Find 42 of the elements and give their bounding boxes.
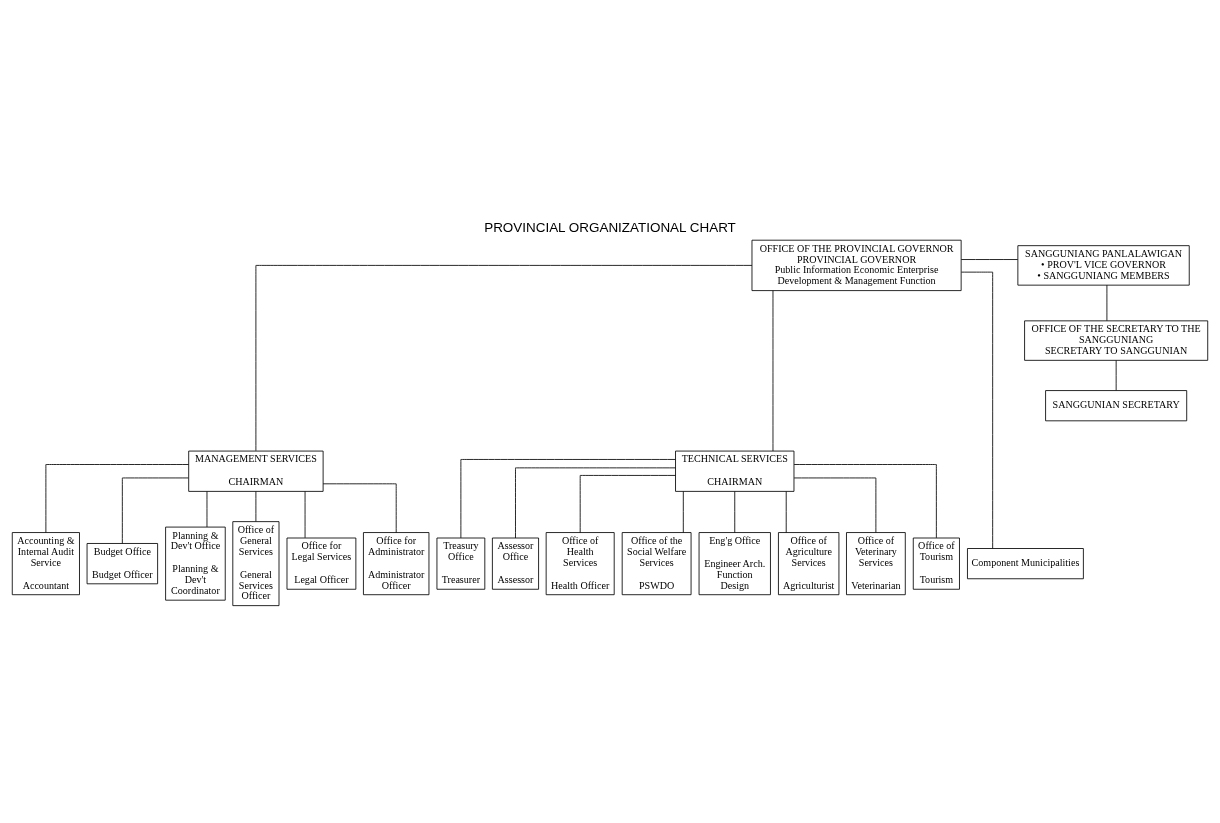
- connector: [304, 490, 306, 538]
- node-box: Office for Legal Services Legal Officer: [286, 537, 357, 590]
- connector: [579, 474, 676, 533]
- node-box: Office of the Social Welfare Services PSWDO: [621, 531, 692, 595]
- node-box: OFFICE OF THE PROVINCIAL GOVERNOR PROVINCIAL GOVERNOR Public Information Economic Enterprise Development & Management Function: [751, 239, 962, 291]
- connector: [255, 264, 753, 451]
- connector: [45, 463, 189, 533]
- node-box: Office of General Services General Services Officer: [232, 520, 280, 606]
- connector: [460, 458, 676, 538]
- connector: [793, 463, 937, 538]
- node-box: MANAGEMENT SERVICES CHAIRMAN: [188, 450, 324, 492]
- connector: [515, 466, 676, 538]
- node-box: Treasury Office Treasurer: [436, 537, 486, 590]
- connector: [206, 490, 208, 527]
- connector: [322, 482, 397, 533]
- node-box: Eng'g Office Engineer Arch. Function Design: [698, 531, 771, 595]
- connector: [772, 289, 774, 451]
- connector: [961, 271, 994, 549]
- connector: [255, 490, 257, 522]
- node-box: OFFICE OF THE SECRETARY TO THE SANGGUNIANG SECRETARY TO SANGGUNIAN: [1024, 319, 1209, 361]
- connector: [1106, 284, 1108, 321]
- node-box: Office of Tourism Tourism: [912, 537, 960, 590]
- node-box: SANGGUNIAN SECRETARY: [1045, 389, 1188, 421]
- node-box: SANGGUNIANG PANLALAWIGAN • PROV'L VICE GOVERNOR • SANGGUNIANG MEMBERS: [1017, 244, 1190, 286]
- connector: [793, 477, 877, 533]
- node-box: Assessor Office Assessor: [491, 537, 539, 590]
- node-box: Accounting & Internal Audit Service Accountant: [11, 531, 80, 595]
- node-box: Budget Office Budget Officer: [86, 542, 159, 584]
- connector: [960, 258, 1019, 260]
- connector: [121, 477, 189, 544]
- connector: [682, 490, 684, 533]
- node-box: Office of Agriculture Services Agriculturist: [778, 531, 840, 595]
- node-box: Office of Health Services Health Officer: [545, 531, 615, 595]
- node-box: Planning & Dev't Office Planning & Dev't Coordinator: [165, 526, 226, 601]
- node-box: TECHNICAL SERVICES CHAIRMAN: [675, 450, 795, 492]
- connector: [734, 490, 736, 533]
- node-box: Office for Administrator Administrator Officer: [363, 531, 430, 595]
- node-box: Office of Veterinary Services Veterinarian: [846, 531, 906, 595]
- node-box: Component Municipalities: [967, 547, 1084, 579]
- diagram-title: PROVINCIAL ORGANIZATIONAL CHART: [484, 219, 736, 235]
- connector: [785, 490, 787, 533]
- connector: [1115, 359, 1117, 391]
